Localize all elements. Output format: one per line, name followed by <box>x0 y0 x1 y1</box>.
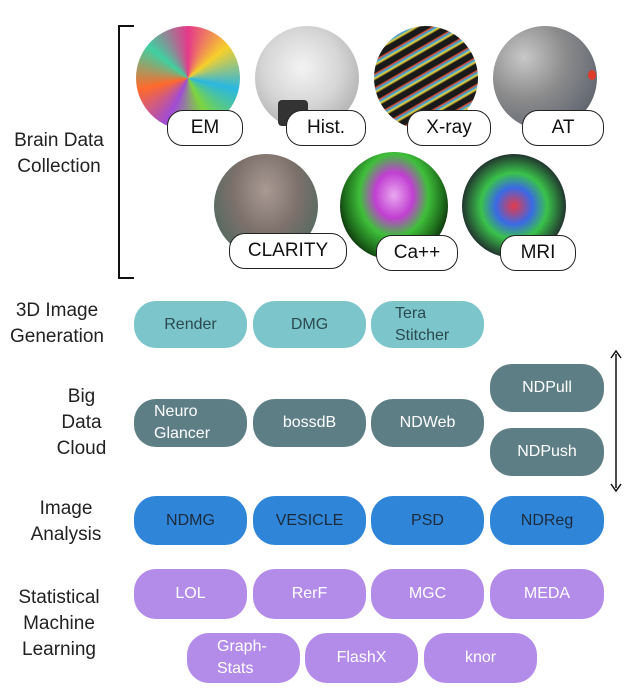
hist-tag: Hist. <box>286 110 366 146</box>
big-data-cloud-label: Big Data Cloud <box>56 386 107 459</box>
statistical-ml-label: Statistical Machine Learning <box>18 587 100 660</box>
ndpush-pill[interactable]: NDPush <box>490 428 604 476</box>
ndmg-pill[interactable]: NDMG <box>134 496 247 545</box>
ndpull-pill[interactable]: NDPull <box>490 364 604 412</box>
collection-bracket <box>118 25 134 279</box>
collection-label: Brain Data Collection <box>14 130 104 177</box>
image-generation-label: 3D Image Generation <box>9 300 104 347</box>
tera-stitcher-pill[interactable]: Tera Stitcher <box>371 301 484 348</box>
image-analysis-label: Image Analysis <box>30 498 102 545</box>
ndreg-pill[interactable]: NDReg <box>490 496 604 545</box>
lol-pill[interactable]: LOL <box>134 569 247 619</box>
clarity-tag: CLARITY <box>229 233 347 269</box>
at-red-dot <box>588 70 596 80</box>
render-pill[interactable]: Render <box>134 301 247 348</box>
mgc-pill[interactable]: MGC <box>371 569 484 619</box>
graphstats-pill[interactable]: Graph- Stats <box>187 633 300 683</box>
bossdb-pill[interactable]: bossdB <box>253 399 366 447</box>
at-tag: AT <box>522 110 604 146</box>
double-arrow-icon <box>610 349 622 493</box>
rerf-pill[interactable]: RerF <box>253 569 366 619</box>
ndweb-pill[interactable]: NDWeb <box>371 399 484 447</box>
xray-tag: X-ray <box>407 110 491 146</box>
psd-pill[interactable]: PSD <box>371 496 484 545</box>
calcium-tag: Ca++ <box>376 235 458 271</box>
mri-tag: MRI <box>500 235 576 271</box>
dmg-pill[interactable]: DMG <box>253 301 366 348</box>
meda-pill[interactable]: MEDA <box>490 569 604 619</box>
neuroglancer-pill[interactable]: Neuro Glancer <box>134 399 247 447</box>
flashx-pill[interactable]: FlashX <box>305 633 418 683</box>
knor-pill[interactable]: knor <box>424 633 537 683</box>
em-tag: EM <box>167 110 243 146</box>
vesicle-pill[interactable]: VESICLE <box>253 496 366 545</box>
